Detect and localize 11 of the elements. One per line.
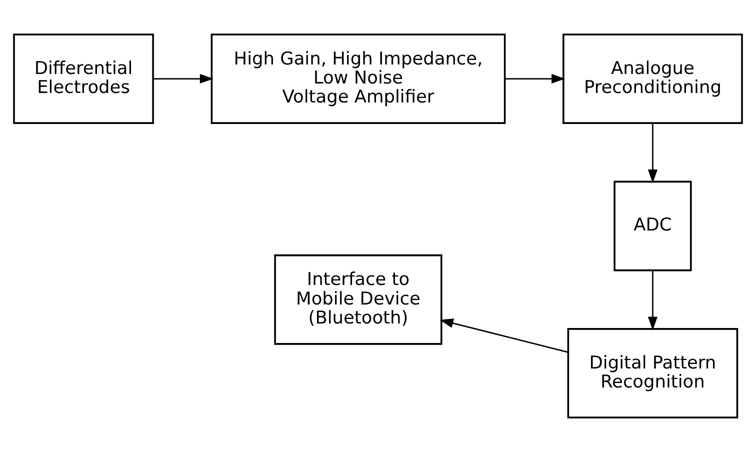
node-box: Interface to Mobile Device (Bluetooth): [274, 254, 442, 345]
node-box: High Gain, High Impedance, Low Noise Voltage Amplifier: [210, 34, 506, 124]
arrow: [153, 74, 214, 84]
arrow: [648, 270, 658, 330]
node-box: Differential Electrodes: [13, 34, 154, 124]
node-box: Digital Pattern Recognition: [567, 328, 738, 418]
node-box: Analogue Preconditioning: [562, 34, 743, 124]
arrow: [505, 74, 566, 84]
arrow: [648, 123, 658, 184]
arrow: [440, 318, 568, 353]
node-box: ADC: [614, 180, 692, 272]
